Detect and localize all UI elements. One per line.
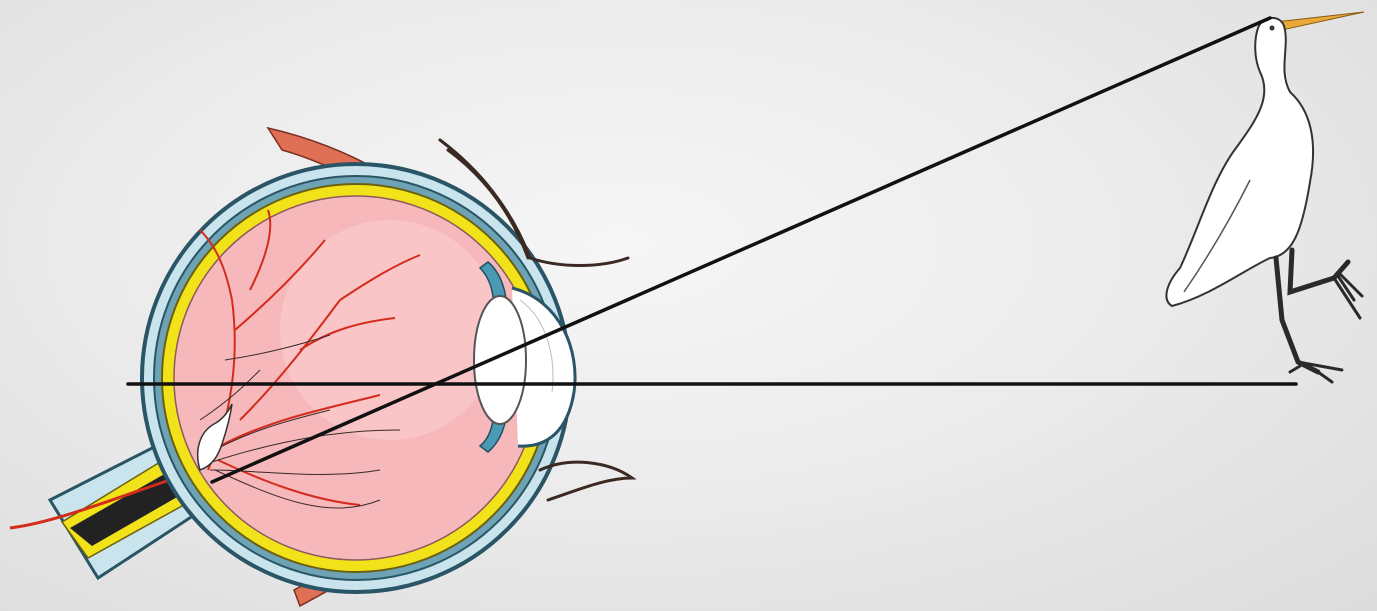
lens [474,296,526,424]
egret-foot-raised [1334,274,1362,318]
egret-leg-standing [1276,258,1318,372]
lower-eyelid [540,462,632,500]
egret [1166,12,1364,382]
egret-eye [1270,26,1275,31]
egret-beak [1275,12,1364,30]
